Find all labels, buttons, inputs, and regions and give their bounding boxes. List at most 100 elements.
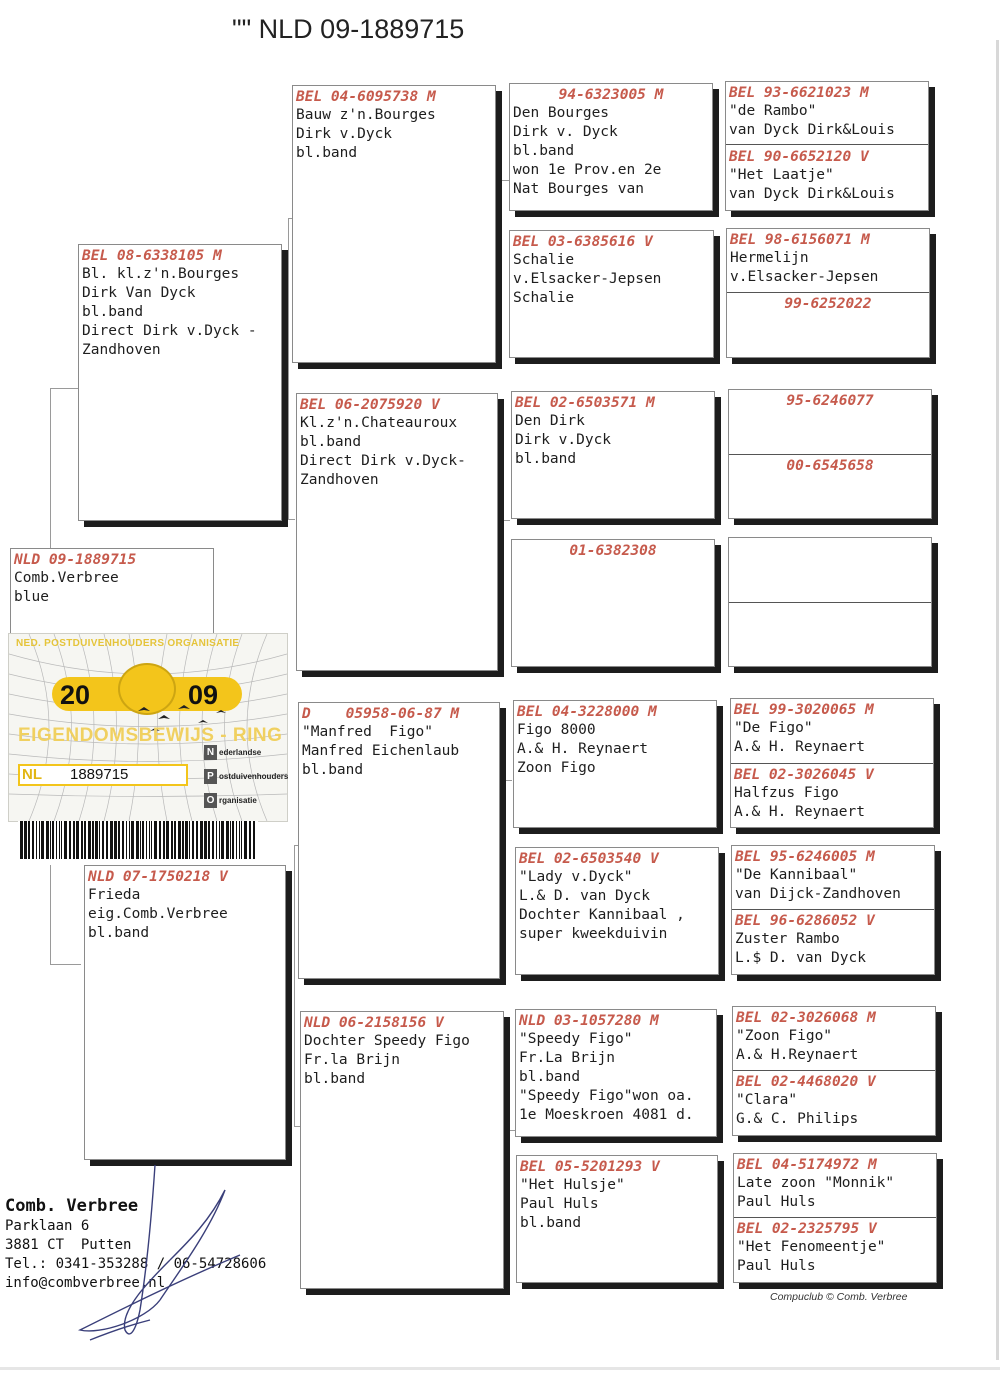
fmf-ring: BEL 02-6503571 M bbox=[515, 395, 655, 411]
father-card: BEL 08-6338105 M Bl. kl.z'n.Bourges Dirk… bbox=[78, 244, 282, 521]
gg-pair-6-card: BEL 95-6246005 M "De Kannibaal" van Dijc… bbox=[731, 845, 935, 975]
g7a-line: A.& H.Reynaert bbox=[736, 1047, 859, 1063]
g6b-ring: BEL 96-6286052 V bbox=[735, 913, 875, 929]
g6a-line: "De Kannibaal" bbox=[735, 867, 858, 883]
mother-card: NLD 07-1750218 V Frieda eig.Comb.Verbree… bbox=[84, 865, 286, 1160]
pair-divider bbox=[731, 763, 933, 764]
g1a-line: "de Rambo" bbox=[729, 103, 817, 119]
barcode-icon bbox=[18, 821, 258, 865]
software-credit: Compuclub © Comb. Verbree bbox=[770, 1291, 908, 1303]
npo-word: rganisatie bbox=[219, 796, 257, 805]
g5b-line: A.& H. Reynaert bbox=[734, 804, 865, 820]
g6a-ring: BEL 95-6246005 M bbox=[735, 849, 875, 865]
subject-line: blue bbox=[14, 589, 49, 605]
g3b-ring: 00-6545658 bbox=[786, 458, 874, 474]
pair-divider bbox=[734, 1217, 936, 1218]
g6a-line: van Dijck-Zandhoven bbox=[735, 886, 901, 902]
ring-number-box bbox=[18, 764, 188, 786]
fm-line: Direct Dirk v.Dyck- bbox=[300, 453, 466, 469]
ffm-line: Schalie bbox=[513, 252, 575, 268]
npo-letter: P bbox=[204, 769, 217, 784]
mother-ring: NLD 07-1750218 V bbox=[88, 869, 228, 885]
g2a-line: Hermelijn bbox=[730, 250, 809, 266]
gg-pair-5-card: BEL 99-3020065 M "De Figo" A.& H. Reynae… bbox=[730, 698, 934, 828]
gg-pair-7-card: BEL 02-3026068 M "Zoon Figo" A.& H.Reyna… bbox=[732, 1006, 936, 1136]
grandparent-fm-card: BEL 06-2075920 V Kl.z'n.Chateauroux bl.b… bbox=[296, 393, 498, 671]
g2a-line: v.Elsacker-Jepsen bbox=[730, 269, 879, 285]
pigeon-flock-icon bbox=[138, 705, 226, 731]
g7a-ring: BEL 02-3026068 M bbox=[736, 1010, 876, 1026]
mmf-ring: NLD 03-1057280 M bbox=[519, 1013, 659, 1029]
ff-line: bl.band bbox=[296, 145, 358, 161]
ffm-line: Schalie bbox=[513, 290, 575, 306]
g5a-line: A.& H. Reynaert bbox=[734, 739, 865, 755]
fm-line: bl.band bbox=[300, 434, 362, 450]
subject-card: NLD 09-1889715 Comb.Verbree blue bbox=[10, 548, 214, 636]
owner-block: Comb. Verbree Parklaan 6 3881 CT Putten … bbox=[5, 1195, 266, 1293]
owner-line: info@combverbree.nl bbox=[5, 1275, 166, 1291]
g8a-line: Late zoon "Monnik" bbox=[737, 1175, 895, 1191]
mmm-line: "Het Hulsje" bbox=[520, 1177, 625, 1193]
grandparent-ff-card: BEL 04-6095738 M Bauw z'n.Bourges Dirk v… bbox=[292, 85, 496, 363]
ring-card-number: 1889715 bbox=[70, 766, 129, 783]
mmf-line: "Speedy Figo" bbox=[519, 1031, 633, 1047]
pair-divider bbox=[729, 602, 931, 603]
fmm-ring: 01-6382308 bbox=[569, 543, 657, 559]
fmf-line: bl.band bbox=[515, 451, 577, 467]
mm-line: Dochter Speedy Figo bbox=[304, 1033, 470, 1049]
mf-line: bl.band bbox=[302, 762, 364, 778]
father-ring: BEL 08-6338105 M bbox=[82, 248, 222, 264]
g8b-ring: BEL 02-2325795 V bbox=[737, 1221, 877, 1237]
mmm-ring: BEL 05-5201293 V bbox=[520, 1159, 660, 1175]
fm-ring: BEL 06-2075920 V bbox=[300, 397, 440, 413]
great-grandparent-mmm-card: BEL 05-5201293 V "Het Hulsje" Paul Huls … bbox=[516, 1155, 718, 1283]
subject-line: Comb.Verbree bbox=[14, 570, 119, 586]
great-grandparent-mmf-card: NLD 03-1057280 M "Speedy Figo" Fr.La Bri… bbox=[515, 1009, 717, 1137]
mff-ring: BEL 04-3228000 M bbox=[517, 704, 657, 720]
g4b-ring bbox=[729, 603, 732, 605]
fff-line: Dirk v. Dyck bbox=[513, 124, 618, 140]
g7b-line: "Clara" bbox=[736, 1092, 798, 1108]
mf-line: "Manfred Figo" bbox=[302, 724, 433, 740]
g5b-ring: BEL 02-3026045 V bbox=[734, 767, 874, 783]
ring-card-organisation: NED. POSTDUIVENHOUDERS ORGANISATIE bbox=[16, 638, 240, 649]
mf-ring: D 05958-06-87 M bbox=[302, 706, 460, 722]
handwritten-signature bbox=[77, 1164, 241, 1341]
pair-divider bbox=[733, 1070, 935, 1071]
mother-line: bl.band bbox=[88, 925, 150, 941]
ff-ring: BEL 04-6095738 M bbox=[296, 89, 436, 105]
mff-line: Figo 8000 bbox=[517, 722, 596, 738]
gg-pair-8-card: BEL 04-5174972 M Late zoon "Monnik" Paul… bbox=[733, 1153, 937, 1283]
gg-pair-4-card bbox=[728, 537, 932, 667]
gg-pair-3-card: 95-6246077 00-6545658 bbox=[728, 389, 932, 519]
ff-line: Dirk v.Dyck bbox=[296, 126, 393, 142]
mother-line: Frieda bbox=[88, 887, 141, 903]
great-grandparent-fff-card: 94-6323005 M Den Bourges Dirk v. Dyck bl… bbox=[509, 83, 713, 211]
ring-card-year-right: 09 bbox=[188, 680, 219, 710]
npo-word: ostduivenhouders bbox=[219, 772, 289, 781]
connector-mother bbox=[294, 845, 301, 1127]
g2a-ring: BEL 98-6156071 M bbox=[730, 232, 870, 248]
g1b-line: van Dyck Dirk&Louis bbox=[729, 186, 895, 202]
subject-ring: NLD 09-1889715 bbox=[14, 552, 137, 568]
mfm-ring: BEL 02-6503540 V bbox=[519, 851, 659, 867]
mfm-line: Dochter Kannibaal , bbox=[519, 907, 685, 923]
connector-mm bbox=[506, 1130, 516, 1131]
connector-ff bbox=[500, 180, 510, 181]
lion-crest-icon bbox=[118, 663, 176, 715]
grandparent-mf-card: D 05958-06-87 M "Manfred Figo" Manfred E… bbox=[298, 702, 500, 979]
scan-edge-bottom bbox=[0, 1367, 1000, 1370]
g8a-ring: BEL 04-5174972 M bbox=[737, 1157, 877, 1173]
fff-line: bl.band bbox=[513, 143, 575, 159]
grandparent-mm-card: NLD 06-2158156 V Dochter Speedy Figo Fr.… bbox=[300, 1011, 504, 1289]
father-line: Direct Dirk v.Dyck - bbox=[82, 323, 257, 339]
ffm-line: v.Elsacker-Jepsen bbox=[513, 271, 662, 287]
g5b-line: Halfzus Figo bbox=[734, 785, 839, 801]
g1a-ring: BEL 93-6621023 M bbox=[729, 85, 869, 101]
g7b-ring: BEL 02-4468020 V bbox=[736, 1074, 876, 1090]
mmf-line: 1e Moeskroen 4081 d. bbox=[519, 1107, 694, 1123]
pair-divider bbox=[726, 144, 928, 145]
mff-line: A.& H. Reynaert bbox=[517, 741, 648, 757]
mfm-line: "Lady v.Dyck" bbox=[519, 869, 633, 885]
fff-line: Nat Bourges van bbox=[513, 181, 644, 197]
